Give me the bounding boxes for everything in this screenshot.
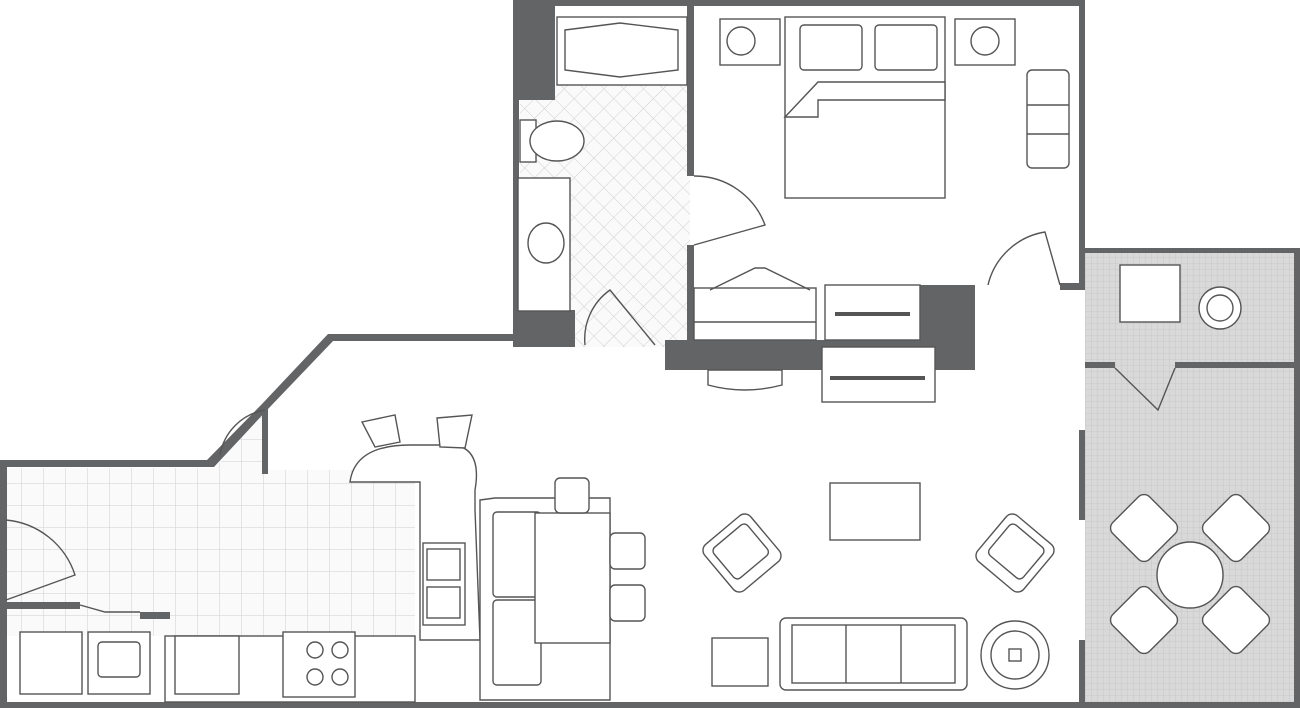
doors <box>5 175 1176 613</box>
balcony-floor <box>1085 252 1300 708</box>
vanity-sink <box>517 177 571 312</box>
bed <box>783 16 946 199</box>
nightstand-left <box>719 18 781 66</box>
closets <box>693 267 936 403</box>
round-side-table <box>980 620 1050 690</box>
nightstand-right <box>954 18 1016 66</box>
armchair-left <box>702 513 782 593</box>
side-table <box>711 637 769 687</box>
dining-table <box>534 477 646 644</box>
washer-dryer <box>19 631 151 695</box>
balcony-furniture <box>1109 264 1271 655</box>
toilet <box>519 119 585 163</box>
kitchen-counter <box>164 631 416 703</box>
bedroom-chair <box>1026 69 1070 169</box>
armchair-right <box>975 513 1055 593</box>
sofa <box>779 617 968 691</box>
kitchen-sink <box>422 542 466 626</box>
coffee-table <box>829 482 921 541</box>
bathtub <box>556 16 688 86</box>
kitchen-tile-floor <box>6 410 415 636</box>
